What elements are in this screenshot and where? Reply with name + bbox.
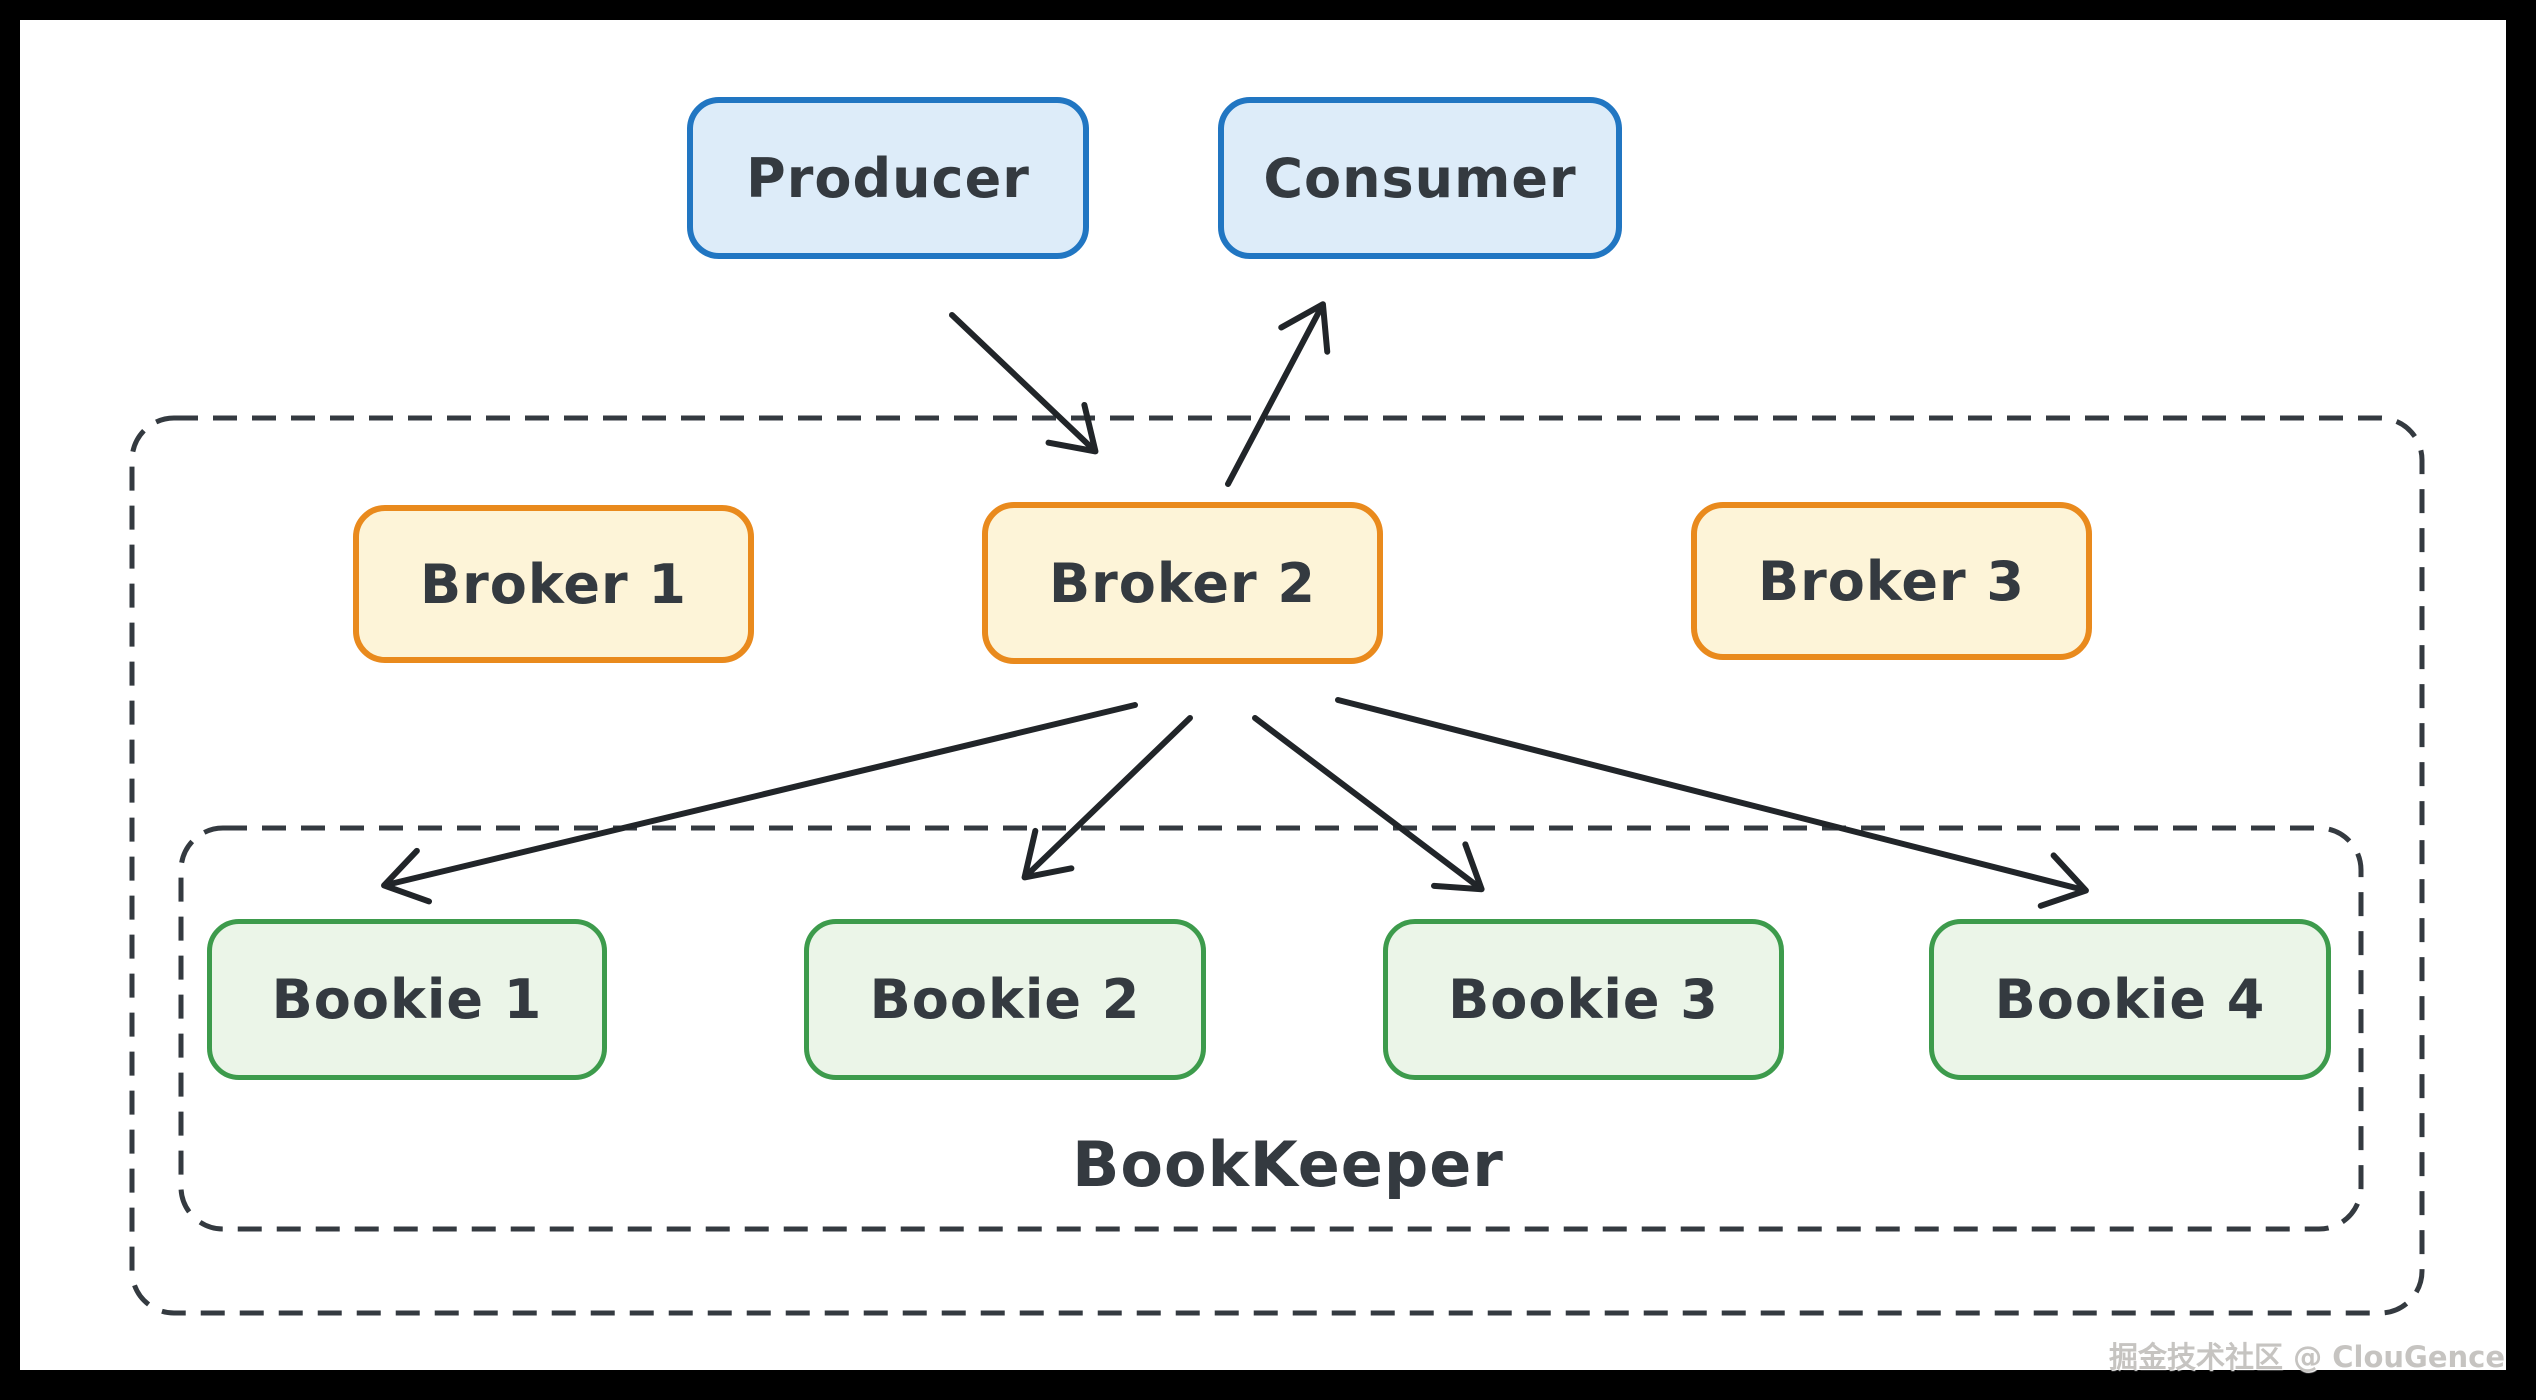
producer-label: Producer: [746, 146, 1030, 210]
bookie3-label: Bookie 3: [1448, 968, 1719, 1031]
watermark: 掘金技术社区 @ ClouGence: [2109, 1340, 2505, 1374]
broker1-label: Broker 1: [420, 552, 687, 616]
consumer-node: Consumer: [1218, 97, 1622, 259]
bookie4-node: Bookie 4: [1929, 919, 2331, 1080]
broker2-node: Broker 2: [982, 502, 1383, 664]
broker2-label: Broker 2: [1049, 551, 1316, 615]
bookie1-node: Bookie 1: [207, 919, 607, 1080]
bookie2-node: Bookie 2: [804, 919, 1206, 1080]
bookie4-label: Bookie 4: [1994, 968, 2266, 1031]
broker3-node: Broker 3: [1691, 502, 2092, 660]
consumer-label: Consumer: [1263, 146, 1577, 210]
bookkeeper-label: BookKeeper: [1072, 1128, 1504, 1201]
bookie3-node: Bookie 3: [1383, 919, 1784, 1080]
bookie2-label: Bookie 2: [869, 968, 1141, 1031]
broker1-node: Broker 1: [353, 505, 754, 663]
bookie1-label: Bookie 1: [271, 968, 543, 1031]
producer-node: Producer: [687, 97, 1089, 259]
broker3-label: Broker 3: [1758, 549, 2025, 613]
